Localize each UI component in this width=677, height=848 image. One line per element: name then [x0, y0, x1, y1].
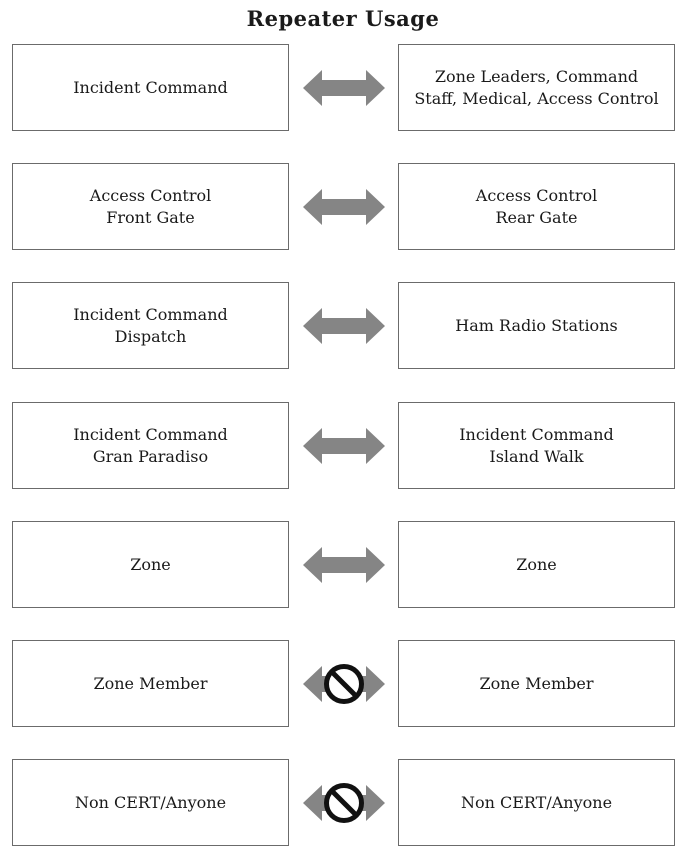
- right-box-label: Ham Radio Stations: [455, 315, 618, 335]
- usage-row-incident-command: Incident Command Zone Leaders, Command S…: [0, 44, 677, 133]
- left-box: Incident Command Dispatch: [12, 282, 289, 369]
- right-box-label: Zone Leaders, Command Staff, Medical, Ac…: [414, 66, 659, 108]
- left-box: Non CERT/Anyone: [12, 759, 289, 846]
- left-box: Incident Command: [12, 44, 289, 131]
- right-box: Access Control Rear Gate: [398, 163, 675, 250]
- prohibited-icon: [303, 783, 385, 823]
- right-box: Ham Radio Stations: [398, 282, 675, 369]
- usage-row-dispatch: Incident Command Dispatch Ham Radio Stat…: [0, 282, 677, 371]
- double-arrow-icon: [303, 308, 385, 344]
- right-box: Non CERT/Anyone: [398, 759, 675, 846]
- left-box: Zone: [12, 521, 289, 608]
- left-box-label: Zone Member: [93, 673, 208, 693]
- left-box: Zone Member: [12, 640, 289, 727]
- right-box: Zone Member: [398, 640, 675, 727]
- usage-row-zone: Zone Zone: [0, 521, 677, 610]
- right-box-label: Incident Command Island Walk: [459, 424, 614, 466]
- double-arrow-icon: [303, 70, 385, 106]
- usage-row-access-control: Access Control Front Gate Access Control…: [0, 163, 677, 252]
- left-box-label: Access Control Front Gate: [89, 185, 212, 227]
- right-box: Zone Leaders, Command Staff, Medical, Ac…: [398, 44, 675, 131]
- left-box: Access Control Front Gate: [12, 163, 289, 250]
- prohibited-icon: [303, 664, 385, 704]
- usage-row-zone-member: Zone Member Zone Member: [0, 640, 677, 729]
- double-arrow-icon: [303, 189, 385, 225]
- left-box-label: Zone: [130, 554, 171, 574]
- right-box: Zone: [398, 521, 675, 608]
- right-box-label: Zone: [516, 554, 557, 574]
- left-box-label: Incident Command Gran Paradiso: [73, 424, 228, 466]
- left-box-label: Incident Command Dispatch: [73, 304, 228, 346]
- left-box-label: Non CERT/Anyone: [74, 792, 227, 812]
- right-box: Incident Command Island Walk: [398, 402, 675, 489]
- left-box-label: Incident Command: [73, 77, 228, 97]
- diagram-title: Repeater Usage: [246, 6, 440, 31]
- usage-row-incident-command-sites: Incident Command Gran Paradiso Incident …: [0, 402, 677, 491]
- right-box-label: Access Control Rear Gate: [475, 185, 598, 227]
- left-box: Incident Command Gran Paradiso: [12, 402, 289, 489]
- right-box-label: Zone Member: [479, 673, 594, 693]
- double-arrow-icon: [303, 428, 385, 464]
- double-arrow-icon: [303, 547, 385, 583]
- right-box-label: Non CERT/Anyone: [460, 792, 613, 812]
- usage-row-non-cert: Non CERT/Anyone Non CERT/Anyone: [0, 759, 677, 848]
